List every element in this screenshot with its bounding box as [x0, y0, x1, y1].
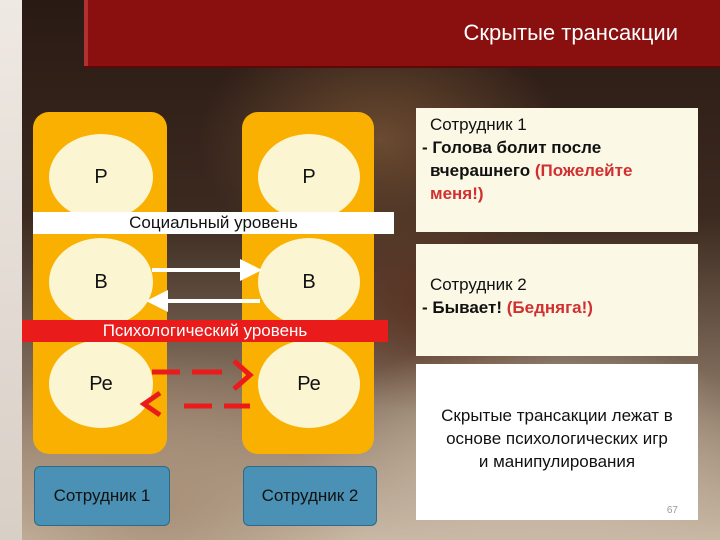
employee-2-statement-note: Сотрудник 2 - Бывает! (Бедняга!): [416, 244, 698, 356]
left-adult-state: В: [49, 238, 153, 326]
right-child-label: Ре: [297, 372, 321, 395]
note-1-line-3-hidden: меня!): [430, 184, 484, 203]
right-child-state: Ре: [258, 340, 360, 428]
title-bar: [84, 0, 720, 68]
psychological-level-band: Психологический уровень: [22, 320, 388, 342]
psychological-level-label: Психологический уровень: [102, 321, 308, 340]
note-1-line-2-text: вчерашнего: [430, 161, 535, 180]
note-1-line-1: - Голова болит после: [422, 138, 602, 157]
note-1-line-2: вчерашнего (Пожелейте: [430, 161, 632, 181]
left-child-state: Ре: [49, 340, 153, 428]
left-parent-state: Р: [49, 134, 153, 220]
note-2-line-text: - Бывает!: [422, 298, 507, 317]
employee-1-box: Сотрудник 1: [34, 466, 170, 526]
right-parent-label: Р: [302, 165, 316, 188]
note-2-header: Сотрудник 2: [430, 275, 527, 294]
social-level-label: Социальный уровень: [129, 213, 298, 232]
right-adult-state: В: [258, 238, 360, 326]
right-adult-label: В: [302, 270, 316, 293]
left-adult-label: В: [94, 270, 108, 293]
note-2-line-hidden: (Бедняга!): [506, 298, 593, 317]
right-parent-state: Р: [258, 134, 360, 220]
background-left-strip: [0, 0, 22, 540]
slide-title: Скрытые трансакции: [463, 20, 678, 45]
summary-line-1: Скрытые трансакции лежат в: [441, 406, 673, 425]
summary-line-2: основе психологических игр: [446, 429, 668, 448]
title-bar-accent: [84, 0, 88, 66]
employee-1-label: Сотрудник 1: [53, 486, 151, 505]
social-level-band: Социальный уровень: [33, 212, 394, 234]
note-2-line: - Бывает! (Бедняга!): [422, 298, 593, 318]
employee-2-label: Сотрудник 2: [261, 486, 359, 505]
summary-line-3: и манипулирования: [478, 452, 636, 471]
employee-1-statement-note: Сотрудник 1 - Голова болит после вчерашн…: [416, 108, 698, 232]
note-1-line-2-hidden: (Пожелейте: [534, 161, 633, 180]
employee-2-box: Сотрудник 2: [243, 466, 377, 526]
summary-text: Скрытые трансакции лежат в основе психол…: [416, 404, 698, 473]
page-number: 67: [666, 505, 678, 516]
note-1-header: Сотрудник 1: [430, 115, 527, 134]
summary-note: Скрытые трансакции лежат в основе психол…: [416, 364, 698, 520]
left-child-label: Ре: [89, 372, 113, 395]
left-parent-label: Р: [94, 165, 108, 188]
